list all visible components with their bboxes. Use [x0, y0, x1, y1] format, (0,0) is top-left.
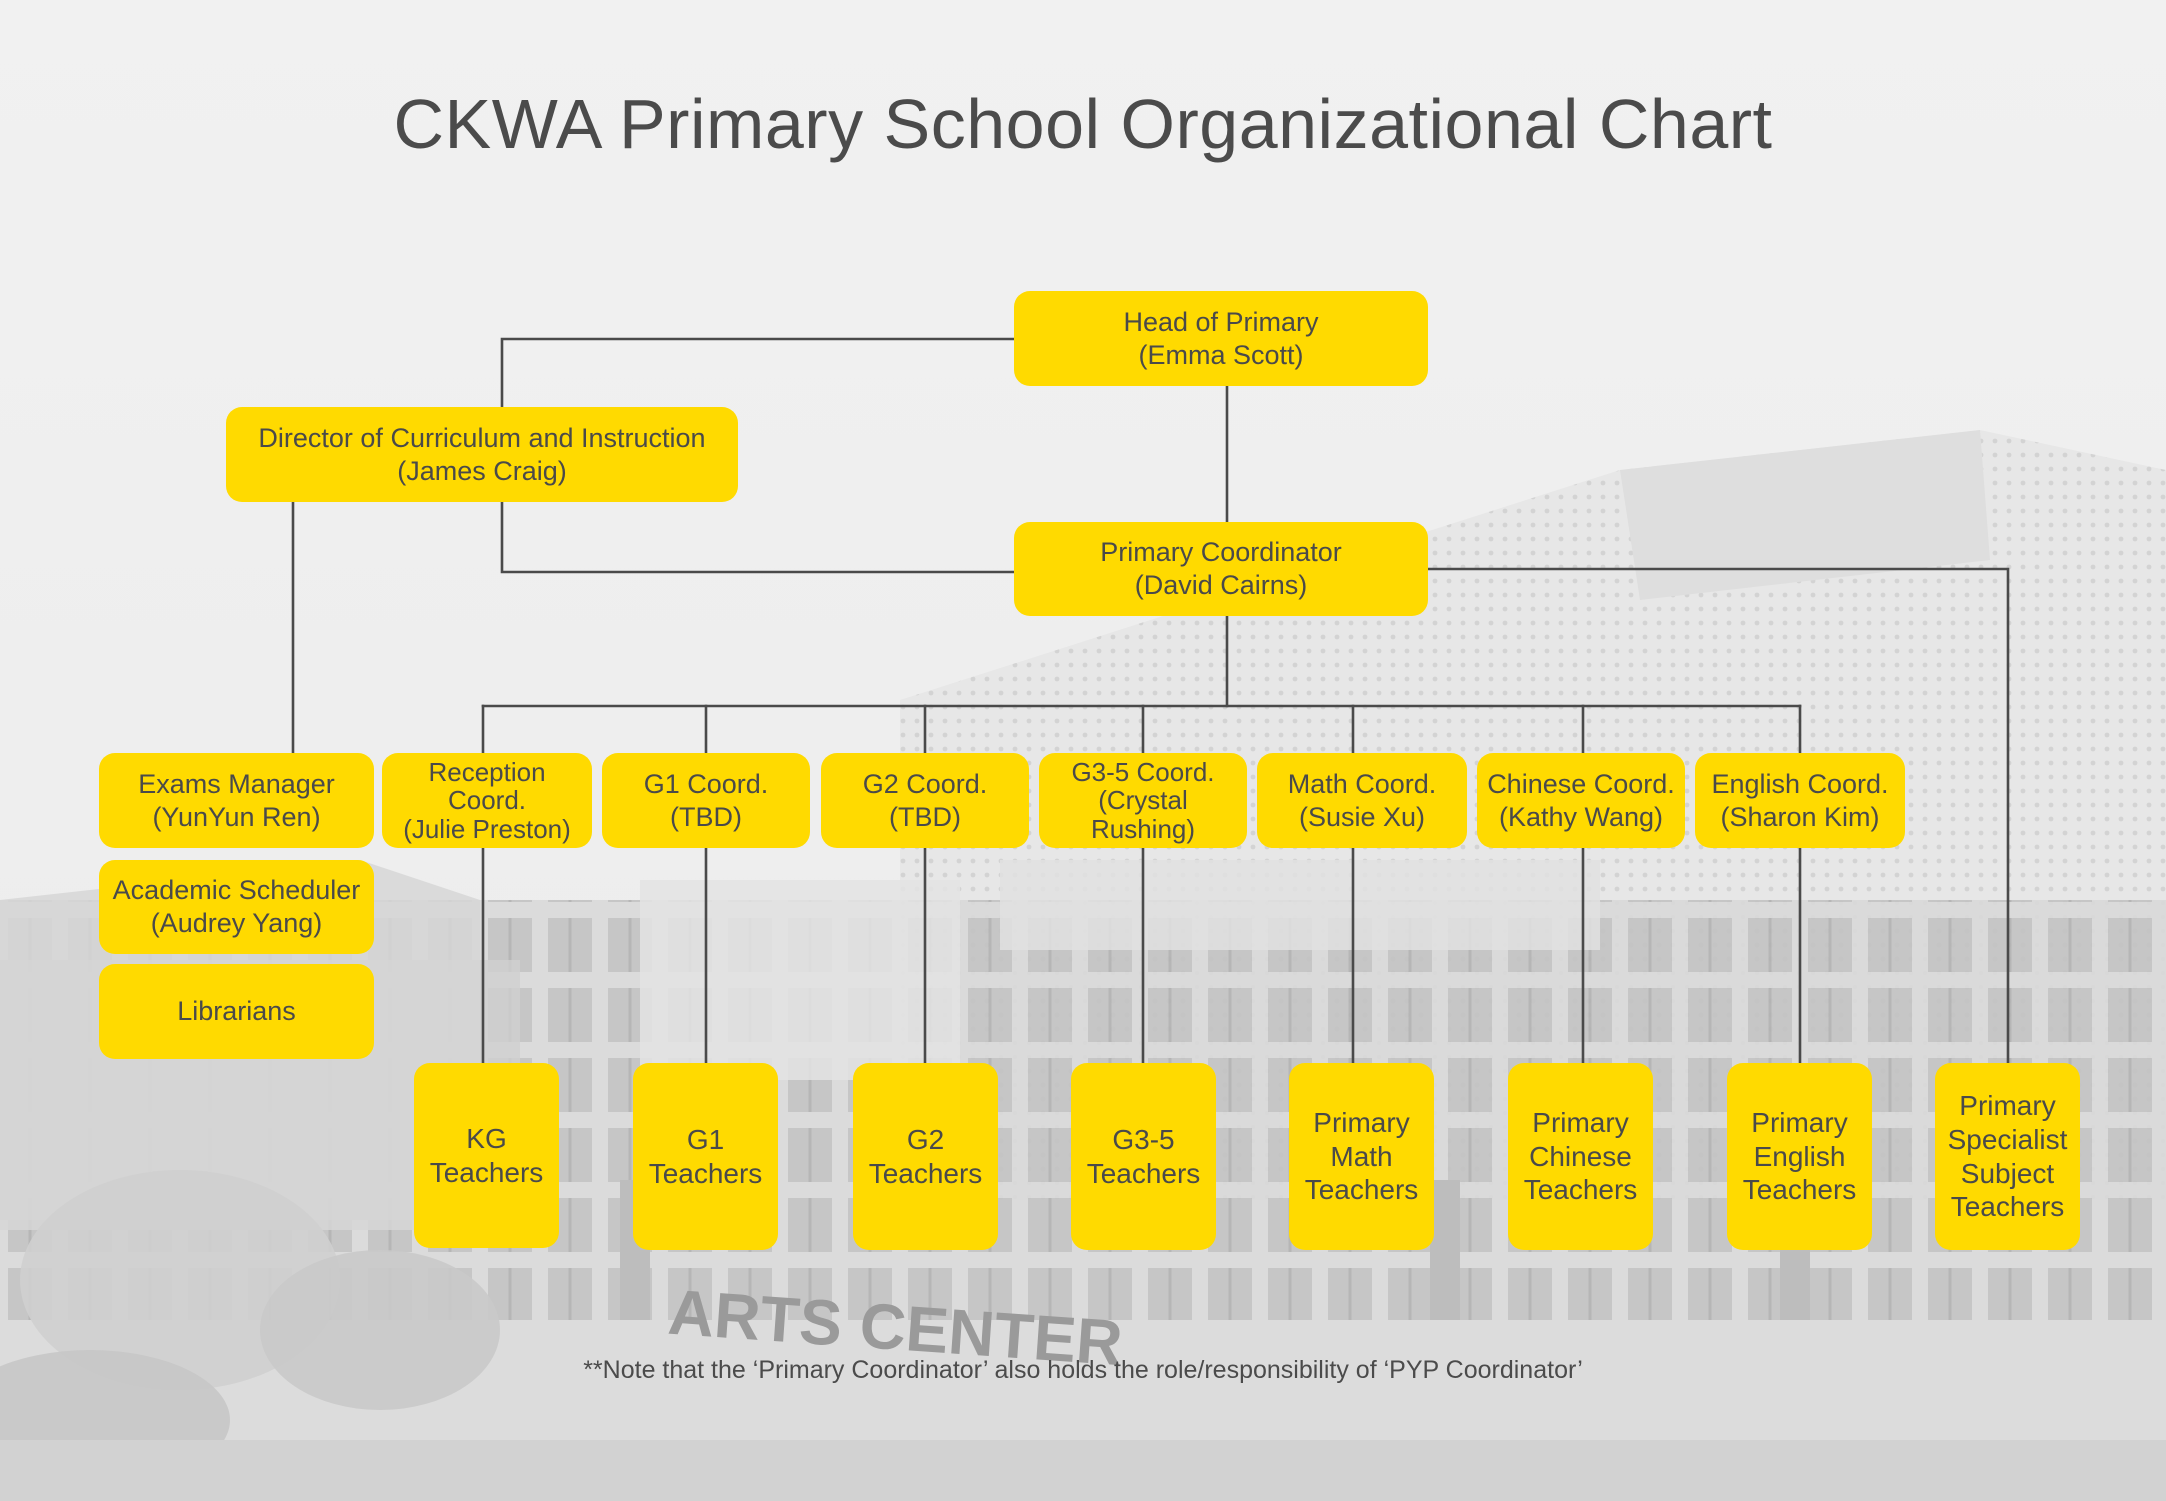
node-label: Primary: [1532, 1107, 1629, 1139]
node-chinese-coord: Chinese Coord. (Kathy Wang): [1477, 753, 1685, 848]
node-role: English Coord.: [1711, 768, 1889, 799]
node-role: Librarians: [177, 996, 296, 1027]
node-person: (James Craig): [397, 455, 567, 486]
node-g2-coord: G2 Coord. (TBD): [821, 753, 1029, 848]
node-person: (Emma Scott): [1138, 339, 1304, 370]
node-director-curriculum: Director of Curriculum and Instruction (…: [226, 407, 738, 502]
node-label: Math: [1330, 1140, 1393, 1172]
footnote: **Note that the ‘Primary Coordinator’ al…: [583, 1356, 1583, 1384]
node-label: Teachers: [1086, 1157, 1201, 1189]
node-role: Head of Primary: [1123, 306, 1319, 337]
node-label: KG: [466, 1122, 507, 1154]
node-role: Coord.: [447, 785, 527, 816]
node-role: G2 Coord.: [862, 768, 988, 799]
node-role: G1 Coord.: [643, 768, 769, 799]
node-person: (TBD): [889, 801, 961, 832]
node-g2-teachers: G2 Teachers: [853, 1063, 998, 1250]
node-label: Primary: [1313, 1107, 1410, 1139]
node-primary-coordinator: Primary Coordinator (David Cairns): [1014, 522, 1428, 616]
node-math-teachers: Primary Math Teachers: [1289, 1063, 1434, 1250]
node-label: G2: [906, 1123, 945, 1155]
node-g1-teachers: G1 Teachers: [633, 1063, 778, 1250]
node-role: Exams Manager: [138, 768, 335, 799]
node-label: G3-5: [1112, 1123, 1175, 1155]
node-person: (TBD): [670, 801, 742, 832]
node-label: G1: [686, 1123, 725, 1155]
node-person: (YunYun Ren): [152, 801, 321, 832]
node-person: Rushing): [1090, 813, 1196, 844]
node-person: (Julie Preston): [403, 813, 571, 844]
node-role: Math Coord.: [1287, 768, 1437, 799]
node-person: (David Cairns): [1134, 570, 1308, 600]
node-english-coord: English Coord. (Sharon Kim): [1695, 753, 1905, 848]
node-label: Teachers: [1304, 1174, 1419, 1206]
node-person: (Susie Xu): [1298, 801, 1426, 832]
page-title: CKWA Primary School Organizational Chart: [393, 85, 1773, 163]
node-label: Specialist: [1947, 1123, 2068, 1155]
node-role: Primary Coordinator: [1100, 537, 1342, 568]
node-person: (Sharon Kim): [1720, 801, 1880, 832]
node-specialist-teachers: Primary Specialist Subject Teachers: [1935, 1063, 2080, 1250]
node-head-of-primary: Head of Primary (Emma Scott): [1014, 291, 1428, 386]
node-label: English: [1753, 1140, 1846, 1172]
node-exams-manager: Exams Manager (YunYun Ren): [99, 753, 374, 848]
node-role: Reception: [428, 757, 546, 788]
node-g1-coord: G1 Coord. (TBD): [602, 753, 810, 848]
node-role: Academic Scheduler: [112, 875, 361, 906]
node-label: Teachers: [648, 1157, 763, 1189]
node-role: G3-5 Coord.: [1071, 757, 1215, 788]
node-label: Chinese: [1529, 1140, 1632, 1172]
node-person: (Audrey Yang): [150, 908, 323, 938]
node-label: Subject: [1960, 1157, 2055, 1189]
node-kg-teachers: KG Teachers: [414, 1063, 559, 1248]
node-label: Primary: [1751, 1107, 1848, 1139]
node-role: Director of Curriculum and Instruction: [258, 422, 706, 453]
node-chinese-teachers: Primary Chinese Teachers: [1508, 1063, 1653, 1250]
node-g35-coord: G3-5 Coord. (Crystal Rushing): [1039, 753, 1247, 848]
node-label: Teachers: [1950, 1191, 2065, 1223]
node-reception-coord: Reception Coord. (Julie Preston): [382, 753, 592, 848]
node-label: Teachers: [868, 1157, 983, 1189]
node-role: Chinese Coord.: [1487, 768, 1675, 799]
node-academic-scheduler: Academic Scheduler (Audrey Yang): [99, 860, 374, 954]
node-g35-teachers: G3-5 Teachers: [1071, 1063, 1216, 1250]
node-person: (Crystal: [1098, 785, 1188, 816]
node-english-teachers: Primary English Teachers: [1727, 1063, 1872, 1250]
node-person: (Kathy Wang): [1498, 801, 1664, 832]
node-label: Teachers: [1523, 1174, 1638, 1206]
node-label: Primary: [1959, 1090, 2056, 1122]
node-librarians: Librarians: [99, 964, 374, 1059]
node-label: Teachers: [1742, 1174, 1857, 1206]
node-math-coord: Math Coord. (Susie Xu): [1257, 753, 1467, 848]
node-label: Teachers: [429, 1156, 544, 1188]
